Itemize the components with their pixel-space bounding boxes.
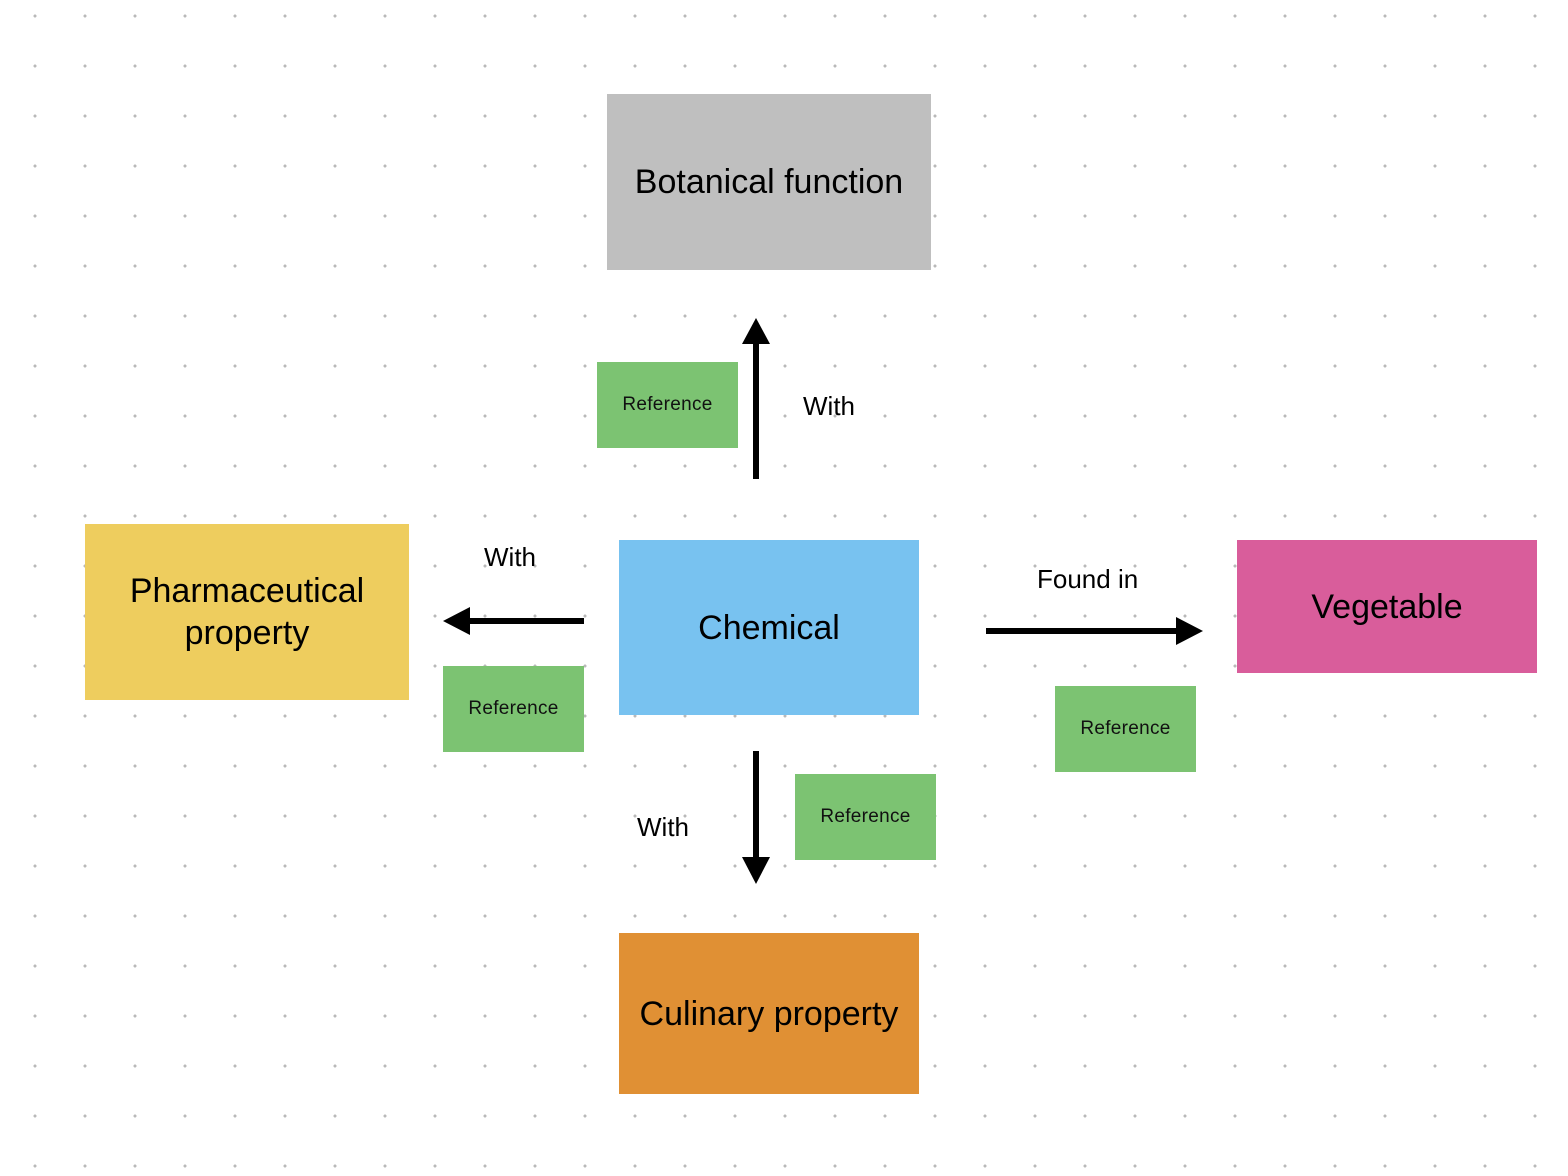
edge-label-pharmaceutical: With xyxy=(484,542,536,572)
arrowhead-left xyxy=(443,607,470,635)
pharmaceutical-property-node[interactable]: Pharmaceutical property xyxy=(85,524,409,700)
arrowhead-down xyxy=(742,857,770,884)
arrowhead-right xyxy=(1176,617,1203,645)
reference-note-pharmaceutical[interactable]: Reference xyxy=(443,666,584,752)
edge-label-vegetable: Found in xyxy=(1037,564,1139,594)
edge-label-botanical: With xyxy=(803,391,855,421)
reference-note-vegetable[interactable]: Reference xyxy=(1055,686,1196,772)
arrowhead-up xyxy=(742,318,770,344)
reference-note-botanical[interactable]: Reference xyxy=(597,362,738,448)
vegetable-node[interactable]: Vegetable xyxy=(1237,540,1537,673)
reference-note-culinary[interactable]: Reference xyxy=(795,774,936,860)
edge-label-culinary: With xyxy=(637,812,689,842)
chemical-node[interactable]: Chemical xyxy=(619,540,919,715)
botanical-function-node[interactable]: Botanical function xyxy=(607,94,931,270)
culinary-property-node[interactable]: Culinary property xyxy=(619,933,919,1094)
